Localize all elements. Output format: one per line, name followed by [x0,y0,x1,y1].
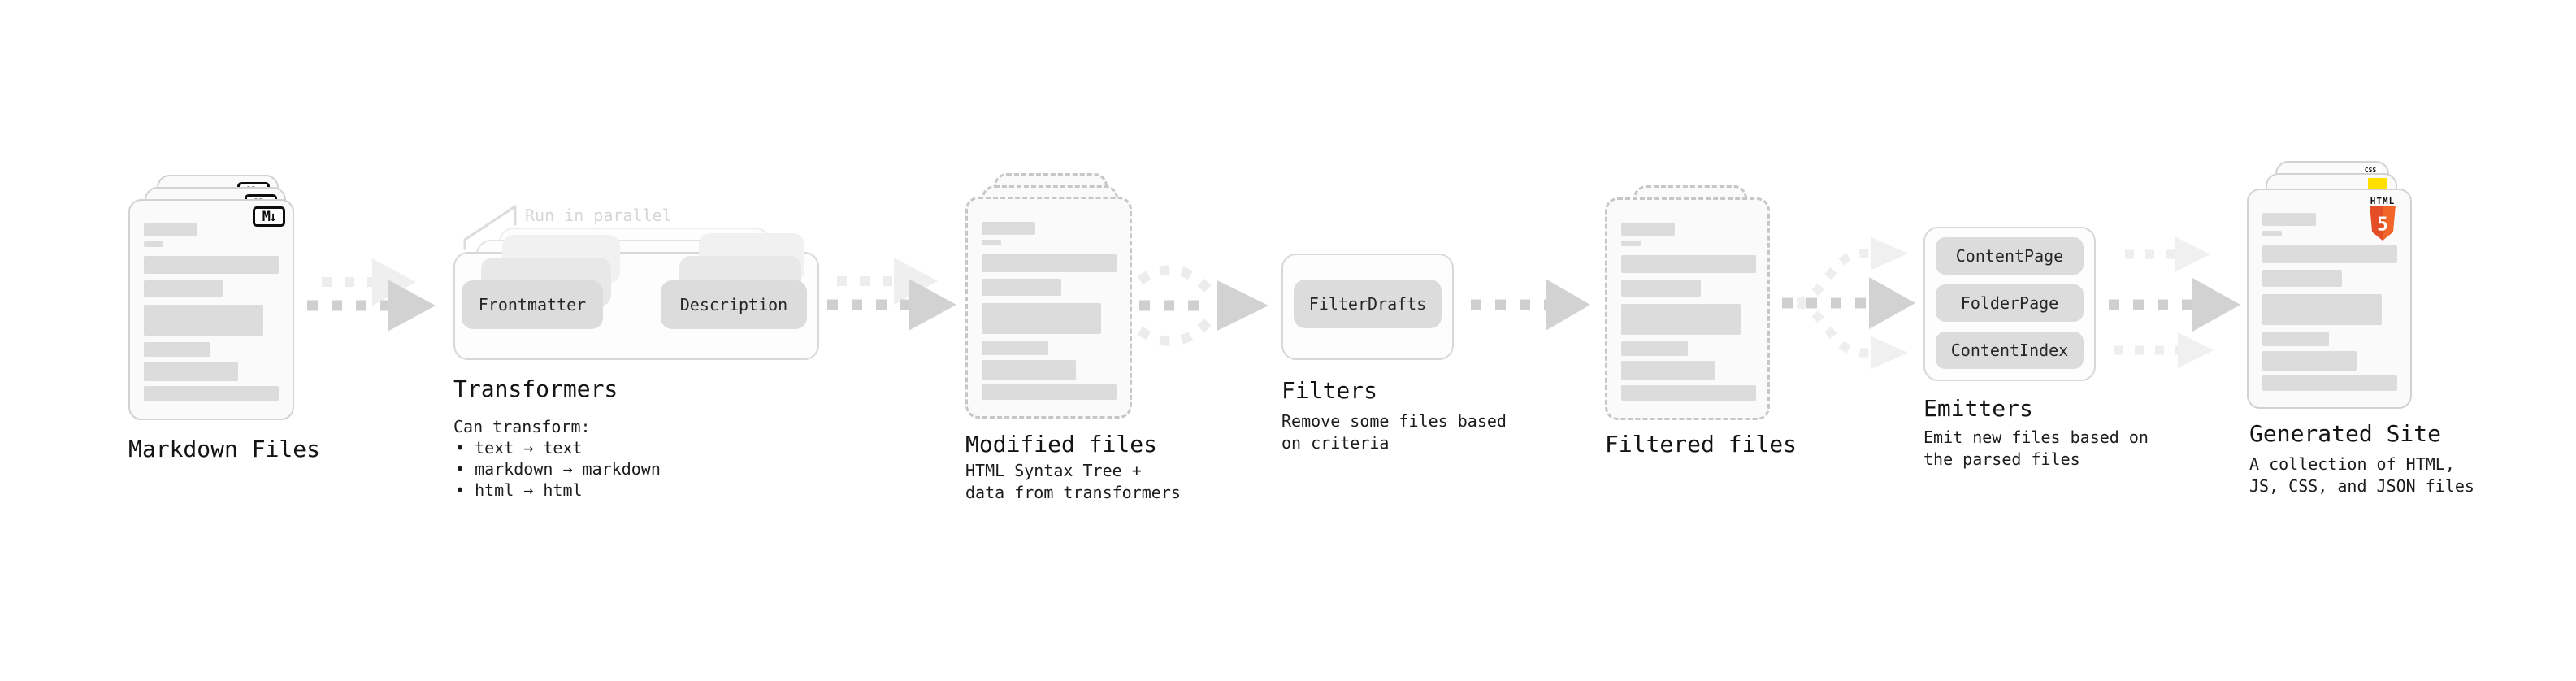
placeholder-bar [982,340,1048,355]
html5-logo-text: HTML [2370,196,2396,206]
placeholder-bar [144,223,197,236]
placeholder-bar [2262,213,2316,226]
markdown-icon: M↓ [253,206,285,227]
placeholder-bar [1621,280,1701,297]
placeholder-bar [144,256,279,274]
generated-site-desc-line: JS, CSS, and JSON files [2249,476,2474,496]
transformers-bullet: • markdown → markdown [455,459,661,479]
placeholder-bar [982,279,1061,296]
arrow-filtered-to-emitters-icon [1782,237,1915,369]
placeholder-bar [2262,245,2397,263]
emitters-label: Emitters [1923,395,2033,422]
placeholder-bar [2262,231,2282,236]
description-pill: Description [661,280,807,329]
filters-desc-line: on criteria [1281,433,1390,453]
placeholder-bar [1621,385,1756,401]
arrow-filters-to-filtered-icon [1471,279,1590,331]
arrow-markdown-to-transformers-icon [307,258,436,332]
arrow-modified-to-filters-icon [1137,265,1268,346]
modified-files-description: HTML Syntax Tree + data from transformer… [965,460,1181,504]
placeholder-bar [982,240,1001,245]
generated-site-desc-line: A collection of HTML, [2249,454,2455,474]
arrow-transformers-to-modified-icon [827,258,956,331]
css-badge-text: CSS [2364,167,2377,174]
transformers-bullet: • html → html [455,480,583,500]
emitters-desc-line: Emit new files based on [1923,427,2149,447]
placeholder-bar [982,360,1076,380]
placeholder-bar [144,280,223,297]
html5-logo-icon: HTML 5 [2365,197,2400,241]
placeholder-bar [982,222,1035,235]
placeholder-bar [1621,255,1756,273]
markdown-file-card-front: M↓ [128,199,294,420]
placeholder-bar [2262,375,2397,391]
filters-label: Filters [1281,377,1378,404]
placeholder-bar [982,384,1117,400]
html5-number: 5 [2377,214,2388,235]
generated-site-description: A collection of HTML, JS, CSS, and JSON … [2249,453,2474,497]
placeholder-bar [1621,361,1715,380]
placeholder-bar [982,303,1101,334]
generated-card-html: HTML 5 [2247,189,2412,409]
placeholder-bar [1621,223,1675,236]
arrow-emitters-to-generated-icon [2109,236,2240,368]
transformers-description: Can transform: • text → text • markdown … [453,416,661,501]
folderpage-pill: FolderPage [1936,284,2084,322]
placeholder-bar [1621,304,1741,335]
modified-files-desc-line: data from transformers [965,483,1181,502]
placeholder-bar [2262,351,2357,371]
generated-site-label: Generated Site [2249,420,2442,447]
contentindex-pill: ContentIndex [1936,332,2084,369]
filters-desc-line: Remove some files based [1281,411,1507,431]
html5-shield-icon: 5 [2370,206,2396,241]
js-file-icon [2368,178,2387,190]
placeholder-bar [1621,341,1688,356]
filtered-file-card-front [1605,197,1770,420]
modified-files-desc-line: HTML Syntax Tree + [965,461,1142,480]
transformers-bullet: • text → text [455,438,583,458]
placeholder-bar [144,241,163,247]
run-in-parallel-note: Run in parallel [525,206,672,225]
modified-file-card-front [965,197,1132,419]
placeholder-bar [2262,294,2382,325]
placeholder-bar [144,305,263,336]
emitters-desc-line: the parsed files [1923,449,2080,469]
modified-files-label: Modified files [965,431,1158,458]
placeholder-bar [144,362,238,381]
filters-description: Remove some files based on criteria [1281,410,1507,454]
placeholder-bar [2262,270,2342,287]
markdown-files-label: Markdown Files [128,436,321,462]
placeholder-bar [1621,241,1641,246]
placeholder-bar [144,342,210,357]
transformers-label: Transformers [453,375,618,402]
filterdrafts-pill: FilterDrafts [1294,280,1442,328]
contentpage-pill: ContentPage [1936,237,2084,275]
frontmatter-pill: Frontmatter [462,280,603,329]
transformers-desc-line: Can transform: [453,417,591,436]
emitters-description: Emit new files based on the parsed files [1923,427,2149,471]
placeholder-bar [144,386,279,401]
filtered-files-label: Filtered files [1605,431,1798,458]
placeholder-bar [982,254,1117,272]
placeholder-bar [2262,332,2329,346]
